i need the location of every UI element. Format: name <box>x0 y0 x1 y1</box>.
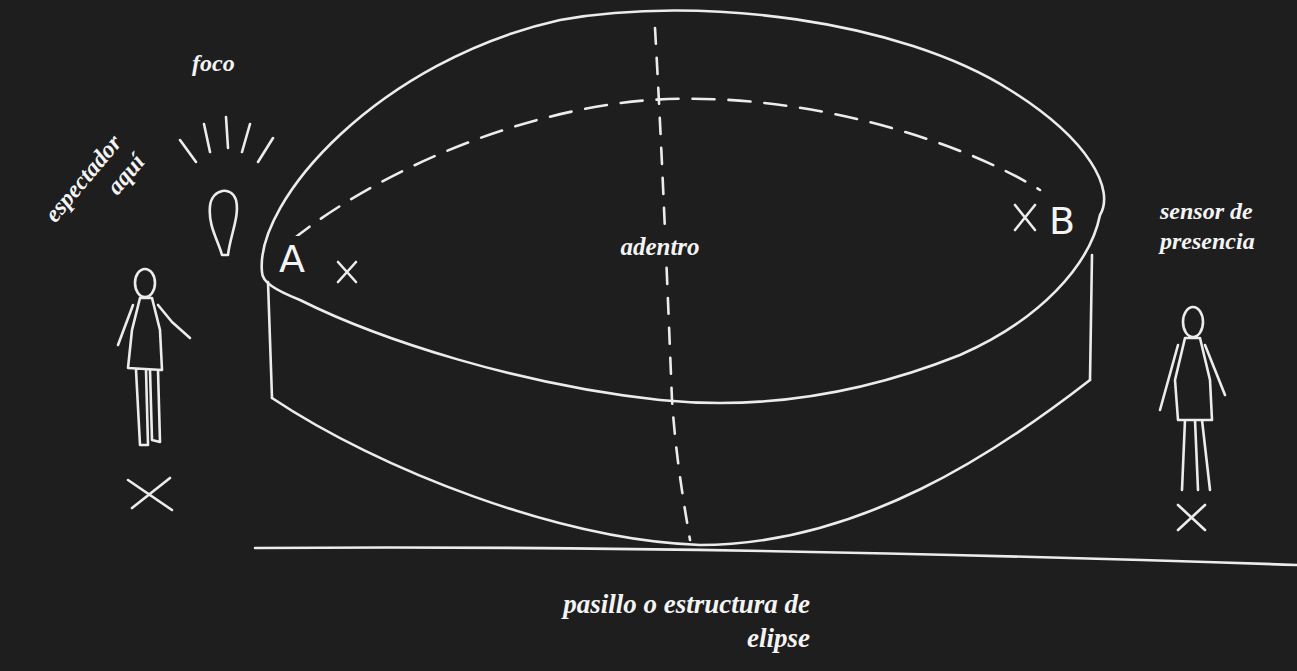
bulb-rays <box>180 117 273 162</box>
point-mark-a <box>338 262 356 282</box>
figure-body <box>1160 338 1225 490</box>
sensor-label: sensor de presencia <box>1160 196 1290 256</box>
ellipse-bottom-rim <box>272 380 1090 545</box>
position-mark <box>1178 505 1205 530</box>
floor-label: pasillo o estructura de elipse <box>510 588 810 656</box>
path-dashed-arc <box>292 99 1040 240</box>
bulb-glass <box>210 191 237 255</box>
point-label: B <box>1046 198 1078 246</box>
point-mark-b <box>1015 205 1035 230</box>
bulb-label: foco <box>192 48 235 78</box>
region-label: adentro <box>616 231 703 262</box>
figure-head <box>135 269 155 297</box>
figure-head <box>1183 307 1203 337</box>
point-label: A <box>276 236 308 284</box>
ellipse-outline <box>255 5 1115 550</box>
spectator-label: espectador aquí <box>9 128 151 281</box>
ellipse-right-wall <box>1090 255 1092 380</box>
figure-body <box>118 298 190 445</box>
ellipse-structure: adentro <box>255 5 1115 550</box>
spectator-figure <box>118 269 190 510</box>
sensor-figure <box>1160 307 1225 530</box>
floor-line <box>255 547 1297 565</box>
axis-dashed-line <box>655 28 690 540</box>
position-mark <box>128 478 172 510</box>
ellipse-left-wall <box>268 282 272 398</box>
ellipse-top-rim <box>262 11 1104 403</box>
light-bulb <box>180 117 273 255</box>
